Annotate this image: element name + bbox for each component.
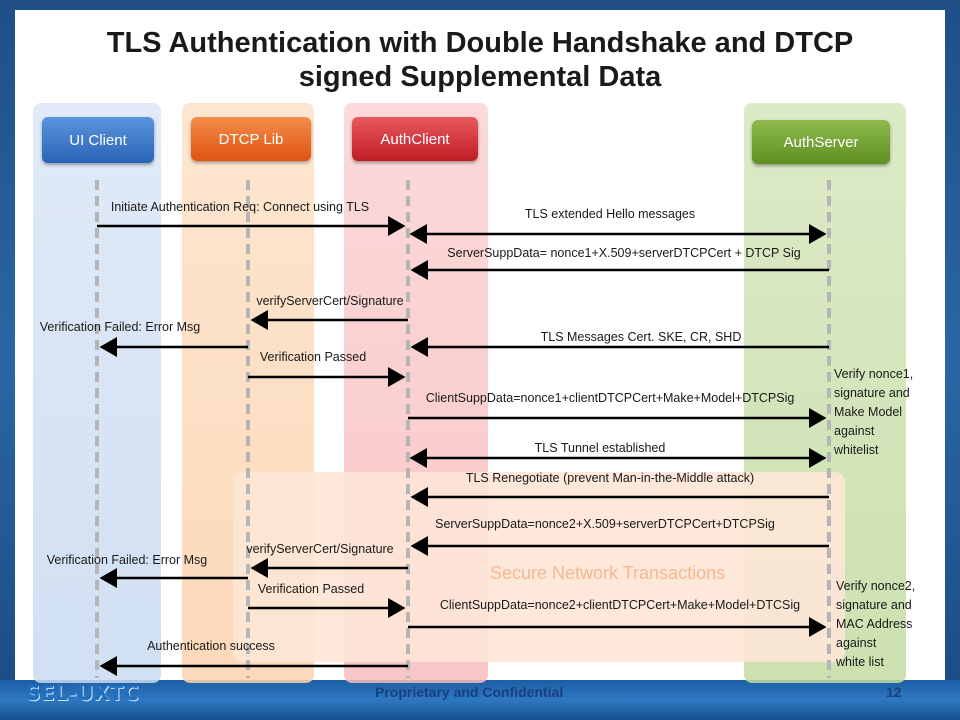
verification-note-line: MAC Address [836, 617, 912, 631]
page-number: 12 [886, 684, 902, 700]
message-label: Authentication success [147, 639, 275, 653]
footer-bar [0, 680, 960, 720]
message-label: verifyServerCert/Signature [246, 542, 393, 556]
message-label: ClientSuppData=nonce2+clientDTCPCert+Mak… [440, 598, 800, 612]
title-line-2: signed Supplemental Data [298, 61, 662, 93]
verification-note-line: white list [835, 655, 884, 669]
title-line-1: TLS Authentication with Double Handshake… [106, 27, 854, 59]
message-label: ServerSuppData=nonce2+X.509+serverDTCPCe… [435, 517, 775, 531]
message-label: ServerSuppData= nonce1+X.509+serverDTCPC… [447, 246, 800, 260]
actor-dtcp-lib: DTCP Lib [191, 117, 311, 161]
message-label: verifyServerCert/Signature [256, 294, 403, 308]
footer-confidential: Proprietary and Confidential [375, 684, 564, 700]
message-label: TLS Tunnel established [535, 441, 666, 455]
secure-network-label: Secure Network Transactions [490, 563, 726, 583]
verification-note-line: against [836, 636, 877, 650]
verification-note-line: whitelist [833, 443, 879, 457]
message-label: TLS extended Hello messages [525, 207, 695, 221]
message-label: Verification Passed [260, 350, 366, 364]
message-label: Verification Failed: Error Msg [47, 553, 208, 567]
actor-ui-client: UI Client [42, 117, 154, 163]
verification-note-line: Verify nonce2, [836, 579, 915, 593]
message-label: Verification Passed [258, 582, 364, 596]
message-label: TLS Messages Cert. SKE, CR, SHD [541, 330, 742, 344]
verification-note-line: signature and [836, 598, 912, 612]
verification-note-line: Make Model [834, 405, 902, 419]
message-label: ClientSuppData=nonce1+clientDTCPCert+Mak… [426, 391, 795, 405]
message-label: Verification Failed: Error Msg [40, 320, 201, 334]
slide-title: TLS Authentication with Double Handshake… [0, 26, 960, 94]
brand-logo: SEL-UXTC [26, 681, 140, 705]
verification-note-line: signature and [834, 386, 910, 400]
verification-note-line: against [834, 424, 875, 438]
verification-note-line: Verify nonce1, [834, 367, 913, 381]
actor-authclient: AuthClient [352, 117, 478, 161]
message-label: TLS Renegotiate (prevent Man-in-the-Midd… [466, 471, 754, 485]
actor-authserver: AuthServer [752, 120, 890, 164]
message-label: Initiate Authentication Req: Connect usi… [111, 200, 369, 214]
